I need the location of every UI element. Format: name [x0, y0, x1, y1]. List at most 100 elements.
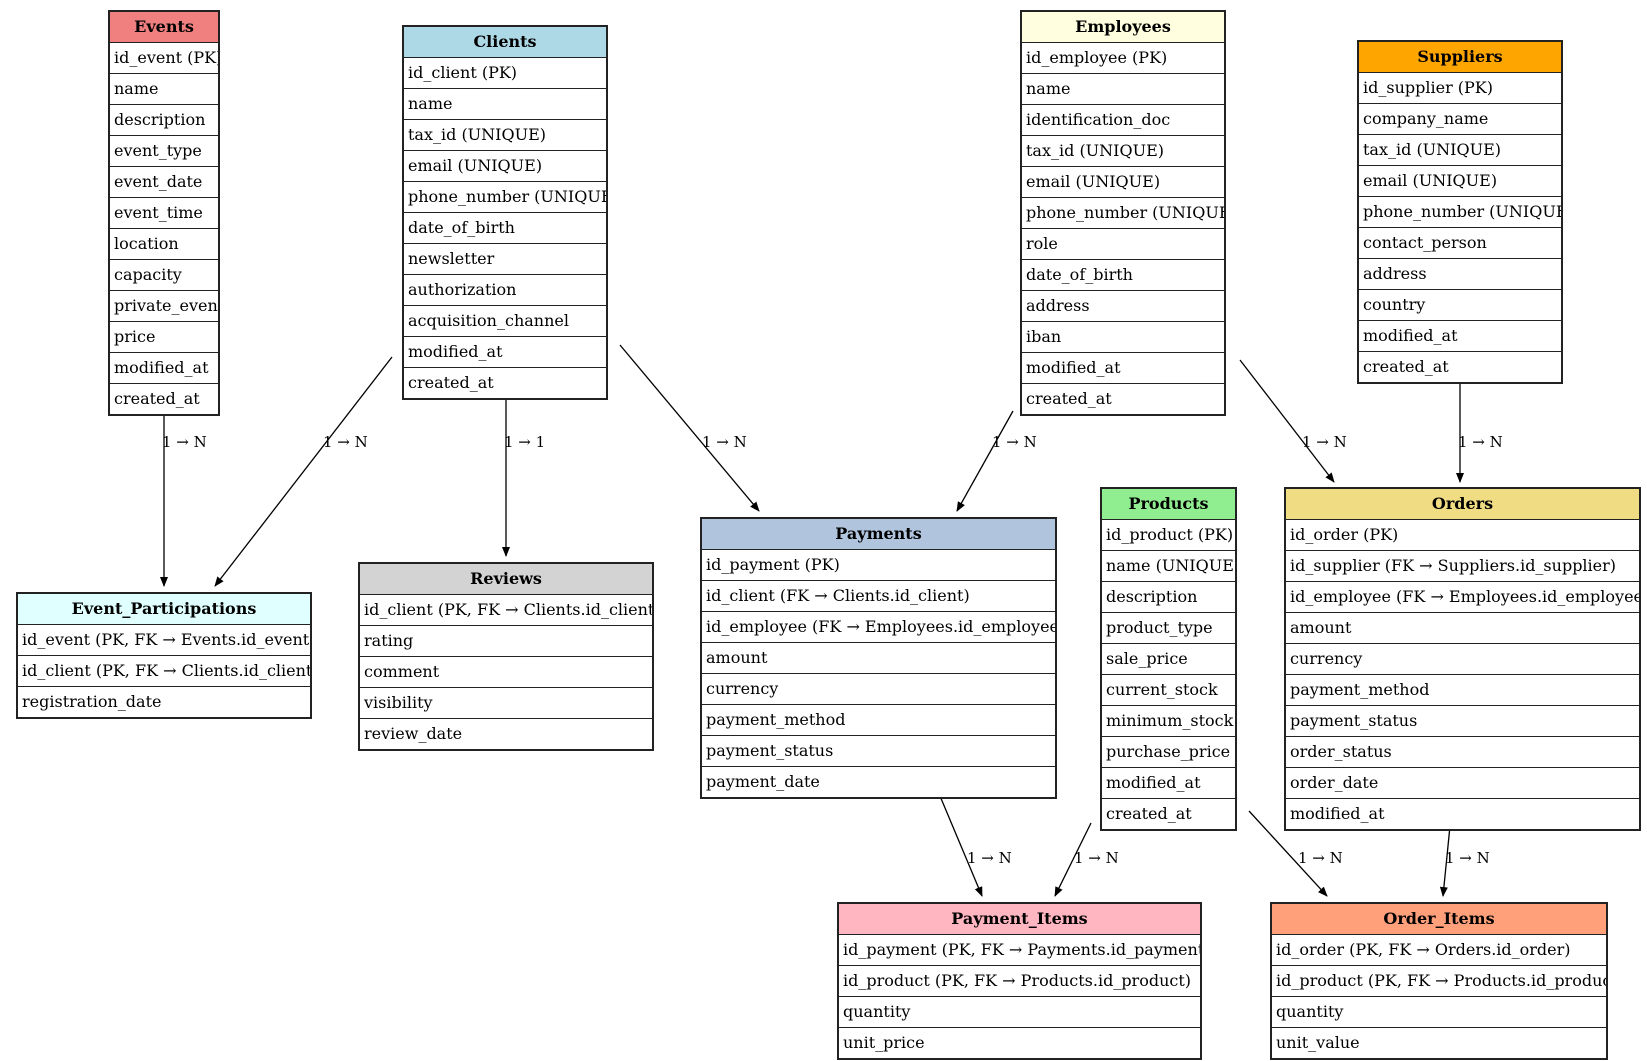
entity-field: description	[110, 105, 218, 136]
entity-field: purchase_price	[1102, 737, 1235, 768]
entity-field: sale_price	[1102, 644, 1235, 675]
entity-field: id_employee (FK → Employees.id_employee)	[702, 612, 1055, 643]
entity-field: id_employee (PK)	[1022, 43, 1224, 74]
entity-title: Clients	[404, 27, 606, 58]
entity-field: payment_method	[1286, 675, 1639, 706]
entity-field: name	[110, 74, 218, 105]
relationship-arrow	[939, 795, 983, 897]
entity-field: minimum_stock	[1102, 706, 1235, 737]
entity-field: modified_at	[1359, 321, 1561, 352]
entity-field: id_product (PK, FK → Products.id_product…	[839, 966, 1200, 997]
entity-field: address	[1359, 259, 1561, 290]
relationship-label: 1 → 1	[504, 433, 545, 451]
entity-field: tax_id (UNIQUE)	[404, 120, 606, 151]
entity-field: payment_status	[1286, 706, 1639, 737]
entity-field: modified_at	[1290, 804, 1385, 823]
entity-field: id_client (PK, FK → Clients.id_client)	[18, 656, 310, 687]
entity-field: unit_value	[1276, 1033, 1360, 1052]
entity-field: id_client (PK, FK → Clients.id_client)	[360, 595, 652, 626]
entity-field: current_stock	[1102, 675, 1235, 706]
entity-field: acquisition_channel	[404, 306, 606, 337]
entity-title: Orders	[1286, 489, 1639, 520]
entity-field: order_status	[1286, 737, 1639, 768]
entity-field: date_of_birth	[1022, 260, 1224, 291]
entity-field: id_product (PK)	[1102, 520, 1235, 551]
entity-title: Suppliers	[1359, 42, 1561, 73]
entity-field: id_order (PK, FK → Orders.id_order)	[1272, 935, 1606, 966]
entity-field: date_of_birth	[404, 213, 606, 244]
entity-field: currency	[702, 674, 1055, 705]
relationship-label: 1 → N	[1302, 433, 1347, 451]
entity-field: payment_method	[702, 705, 1055, 736]
entity-field: product_type	[1102, 613, 1235, 644]
entity-field: payment_status	[702, 736, 1055, 767]
relationship-suppliers-to-orders: 1 → N	[1456, 380, 1503, 483]
entity-field: newsletter	[404, 244, 606, 275]
entity-title: Payments	[702, 519, 1055, 550]
entity-field: phone_number (UNIQUE)	[1359, 197, 1561, 228]
relationship-label: 1 → N	[323, 433, 368, 451]
entity-field: email (UNIQUE)	[1022, 167, 1224, 198]
entity-field: order_date	[1286, 768, 1639, 799]
entity-field: tax_id (UNIQUE)	[1022, 136, 1224, 167]
entity-field: name (UNIQUE)	[1102, 551, 1235, 582]
entity-title: Order_Items	[1272, 904, 1606, 935]
relationship-label: 1 → N	[1298, 849, 1343, 867]
relationship-label: 1 → N	[162, 433, 207, 451]
entity-field: contact_person	[1359, 228, 1561, 259]
relationship-clients-to-reviews: 1 → 1	[502, 397, 545, 557]
relationship-label: 1 → N	[992, 433, 1037, 451]
entity-title: Events	[110, 12, 218, 43]
entity-field: event_time	[110, 198, 218, 229]
entity-field: created_at	[1026, 389, 1112, 408]
relationship-arrow	[214, 356, 393, 587]
entity-field: role	[1022, 229, 1224, 260]
entity-field: created_at	[408, 373, 494, 392]
entity-field: created_at	[1363, 357, 1449, 376]
relationship-employees-to-orders: 1 → N	[1239, 359, 1347, 483]
entity-field: amount	[1286, 613, 1639, 644]
entity-field: modified_at	[404, 337, 606, 368]
entity-field: location	[110, 229, 218, 260]
entity-field: comment	[360, 657, 652, 688]
entity-field: company_name	[1359, 104, 1561, 135]
entity-field: created_at	[114, 389, 200, 408]
relationship-payments-to-payment-items: 1 → N	[939, 795, 1012, 897]
entity-field: id_order (PK)	[1286, 520, 1639, 551]
relationship-label: 1 → N	[1074, 849, 1119, 867]
entity-field: quantity	[1272, 997, 1606, 1028]
entity-field: address	[1022, 291, 1224, 322]
entity-field: amount	[702, 643, 1055, 674]
entity-field: id_event (PK)	[110, 43, 218, 74]
relationship-label: 1 → N	[967, 849, 1012, 867]
entity-field: modified_at	[1102, 768, 1235, 799]
entity-field: capacity	[110, 260, 218, 291]
relationship-employees-to-payments: 1 → N	[956, 410, 1037, 512]
relationship-orders-to-order-items: 1 → N	[1439, 825, 1490, 897]
entity-field: event_date	[110, 167, 218, 198]
entity-field: name	[404, 89, 606, 120]
entity-field: event_type	[110, 136, 218, 167]
entity-title: Products	[1102, 489, 1235, 520]
relationship-arrow	[956, 410, 1014, 512]
relationship-clients-to-event-participations: 1 → N	[214, 356, 393, 587]
entity-field: review_date	[364, 724, 463, 743]
entity-title: Event_Participations	[18, 594, 310, 625]
entity-field: quantity	[839, 997, 1200, 1028]
entity-field: private_event	[110, 291, 218, 322]
entity-field: id_payment (PK, FK → Payments.id_payment…	[839, 935, 1200, 966]
entity-field: modified_at	[110, 353, 218, 384]
relationship-arrow	[1248, 810, 1328, 897]
relationship-label: 1 → N	[1458, 433, 1503, 451]
entity-field: authorization	[404, 275, 606, 306]
relationship-arrow	[619, 344, 760, 512]
entity-field: email (UNIQUE)	[404, 151, 606, 182]
relationship-products-to-order-items: 1 → N	[1248, 810, 1343, 897]
